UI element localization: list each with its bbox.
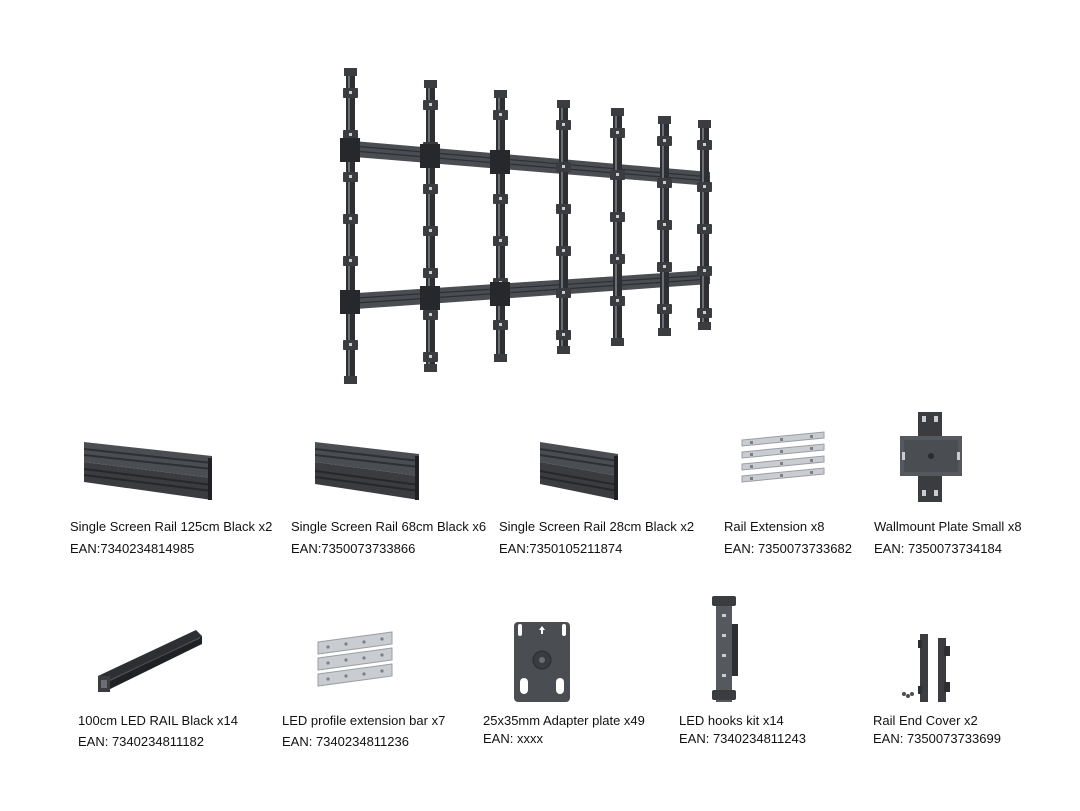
led-rail-icon [96,626,204,694]
item-ean: EAN: xxxx [483,731,543,746]
item-name: Wallmount Plate Small x8 [874,519,1022,534]
rail-28cm-icon [538,440,620,504]
wallmount-plate-icon [896,410,966,504]
adapter-plate-icon [512,620,572,704]
item-name: Rail Extension x8 [724,519,825,534]
led-video-wall-mount-frame-icon [330,62,720,387]
item-ean: EAN: 7350073733682 [724,541,852,556]
rail-end-cover-icon [898,632,962,704]
item-ean: EAN:7350105211874 [499,541,623,556]
led-hooks-icon [708,594,742,706]
extension-bar-icon [316,630,396,690]
item-name: Single Screen Rail 125cm Black x2 [70,519,273,534]
item-ean: EAN: 7340234811236 [282,734,409,749]
item-ean: EAN: 7340234811243 [679,731,806,746]
item-ean: EAN: 7350073734184 [874,541,1002,556]
item-name: Single Screen Rail 28cm Black x2 [499,519,695,534]
item-name: LED hooks kit x14 [679,713,784,728]
item-name: 100cm LED RAIL Black x14 [78,713,238,728]
item-ean: EAN:7350073733866 [291,541,416,556]
item-name: Rail End Cover x2 [873,713,978,728]
rail-extension-icon [740,430,826,492]
item-ean: EAN: 7340234811182 [78,734,205,749]
item-name: Single Screen Rail 68cm Black x6 [291,519,487,534]
rail-125cm-icon [82,438,214,504]
item-ean: EAN: 7350073733699 [873,731,1001,746]
rail-68cm-icon [313,440,421,504]
item-name: 25x35mm Adapter plate x49 [483,713,645,728]
item-ean: EAN:7340234814985 [70,541,195,556]
item-name: LED profile extension bar x7 [282,713,446,728]
